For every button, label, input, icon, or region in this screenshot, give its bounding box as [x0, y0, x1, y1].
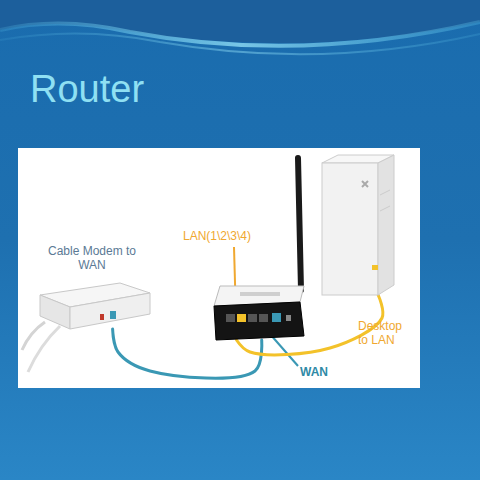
desktop-computer-part [362, 181, 368, 187]
desktop-computer: Desktop to LAN [322, 155, 394, 295]
diagram-panel [18, 148, 420, 388]
router-part [272, 313, 281, 322]
cable-modem-part [110, 311, 116, 319]
router-part [248, 314, 257, 322]
cable-modem-part [70, 293, 150, 329]
power-cable [28, 326, 60, 372]
router-part [259, 314, 268, 322]
cable-modem-part [100, 314, 104, 320]
cable-modem: Cable Modem to WAN [40, 283, 150, 329]
cable-modem-art [40, 283, 150, 329]
port-label: WAN [300, 366, 340, 380]
router-part [214, 302, 304, 340]
port-label: LAN(1\2\3\4) [183, 230, 293, 244]
router-art [214, 286, 304, 340]
router-part [226, 314, 235, 322]
cable-modem-part [40, 295, 70, 329]
desktop-computer-art [322, 155, 394, 295]
wave-line [0, 33, 480, 54]
router-part [286, 315, 291, 321]
desktop-computer-part [380, 190, 390, 211]
slide-title: Router [30, 68, 144, 111]
desktop-computer-part [378, 155, 394, 295]
desktop-computer-part [372, 265, 378, 270]
router-part [240, 292, 280, 296]
router-part [237, 314, 246, 322]
desktop-computer-part [322, 163, 378, 295]
device-label: Cable Modem to WAN [44, 245, 140, 273]
antenna [298, 158, 301, 290]
device-label: Desktop to LAN [358, 320, 408, 348]
router: LAN(1\2\3\4)WAN [214, 286, 304, 340]
